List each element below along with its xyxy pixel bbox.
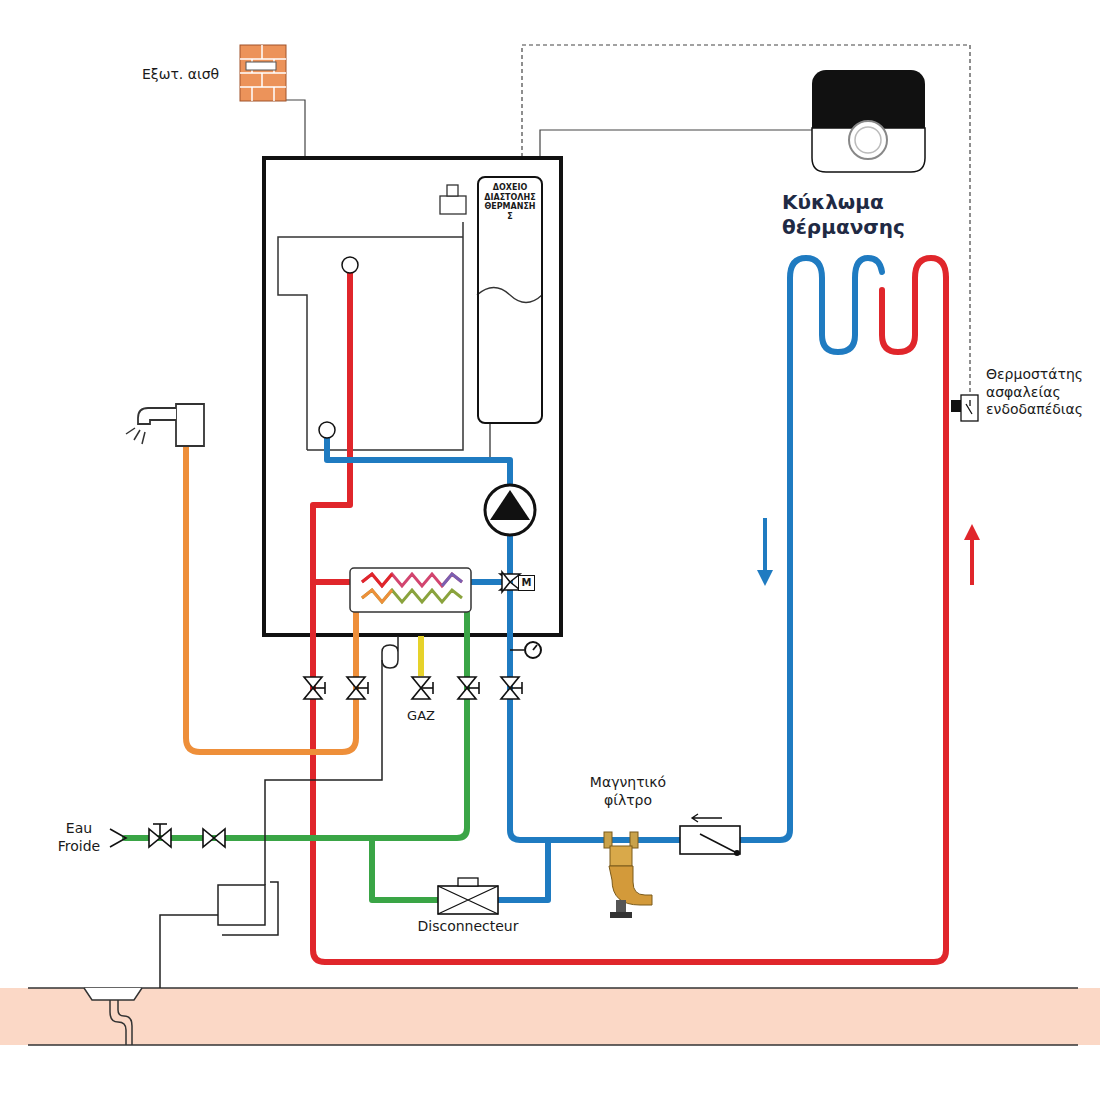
disconnector-label: Disconnecteur: [400, 918, 536, 936]
flow-arrows: [757, 518, 980, 586]
floor-safety-thermostat: [951, 395, 978, 421]
cold-water-inlet: [110, 824, 225, 847]
circulator-pump: [485, 485, 535, 535]
return-pipe: [327, 258, 882, 900]
gas-pipe: [418, 636, 424, 676]
floor: [0, 988, 1100, 1045]
expansion-tank: ΔΟΧΕΙΟ ΔΙΑΣΤΟΛΗΣ ΘΕΡΜΑΝΣΗΣ: [477, 176, 543, 424]
inlet-label: Eau Froide: [50, 820, 108, 855]
sensor-label: Εξωτ. αισθ: [142, 66, 238, 84]
three-way-valve: [500, 572, 520, 592]
flow-outlet: [342, 257, 358, 273]
flow-pipe: [313, 258, 946, 962]
filter-label: Μαγνητικό φίλτρο: [578, 774, 678, 809]
hot-water-pipe: [186, 440, 362, 752]
pressure-gauge: [510, 642, 541, 658]
gas-label: GAZ: [396, 708, 446, 724]
check-valve: [680, 814, 740, 856]
cold-water-pipe: [125, 594, 467, 900]
tap: [126, 404, 204, 446]
motor-letter: M: [519, 577, 534, 589]
isolation-valves: [304, 677, 522, 699]
plate-heat-exchanger: [350, 568, 471, 612]
magnetic-filter: [604, 832, 652, 918]
valve-motor: M: [518, 575, 535, 591]
disconnector: [438, 878, 498, 914]
return-inlet: [319, 422, 335, 438]
thermostat-label: Θερμοστάτης ασφαλείας ενδοδαπέδιας: [986, 366, 1096, 419]
room-thermostat: [812, 70, 925, 172]
boiler-housing: [264, 158, 561, 635]
condensate-drain: [160, 636, 398, 988]
outdoor-sensor: [240, 45, 286, 101]
tank-label: ΔΟΧΕΙΟ ΔΙΑΣΤΟΛΗΣ ΘΕΡΜΑΝΣΗΣ: [484, 183, 536, 221]
circuit-title: Κύκλωμα θέρμανσης: [782, 190, 932, 240]
